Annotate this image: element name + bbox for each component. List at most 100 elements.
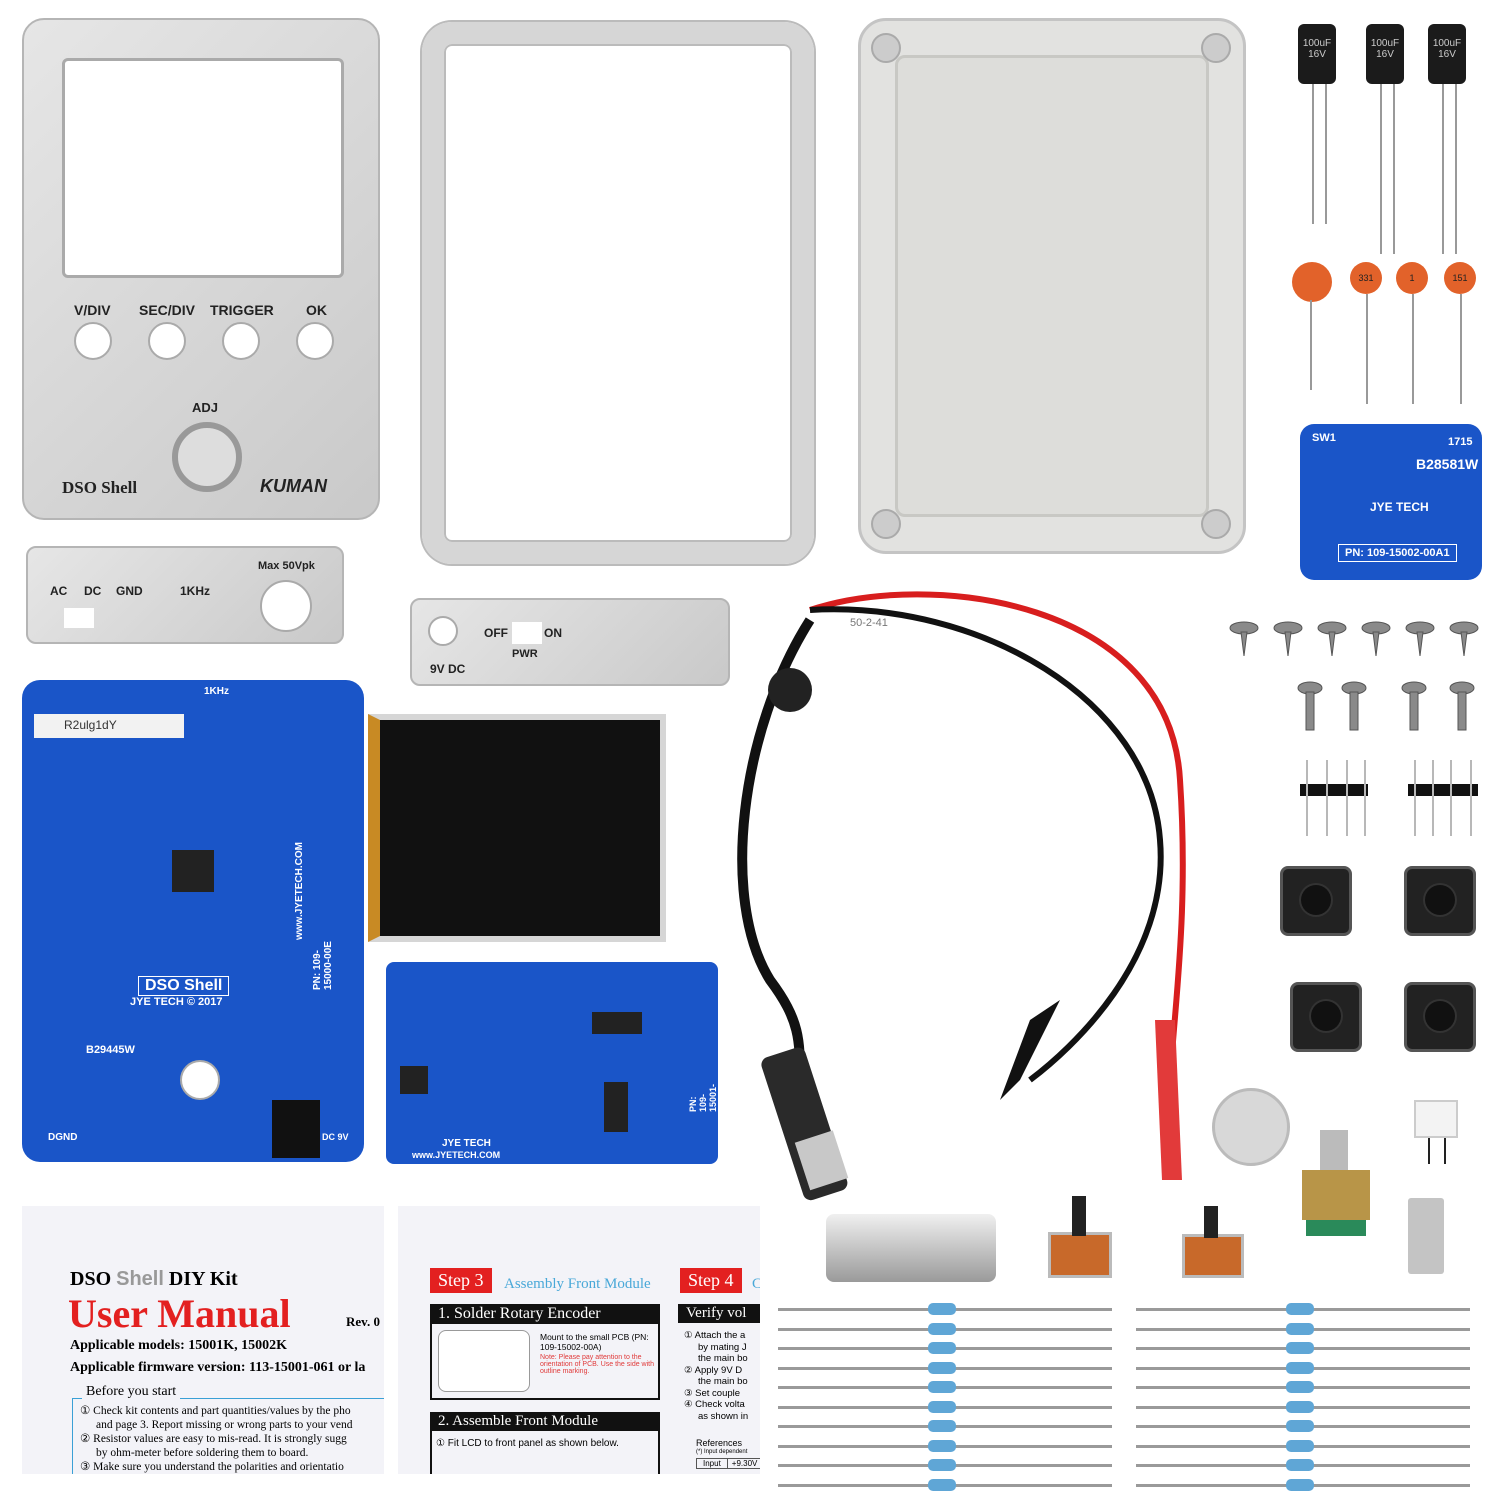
ic-chip <box>400 1066 428 1094</box>
label-on: ON <box>544 626 562 640</box>
verify-item: ④ Check volta <box>684 1399 745 1410</box>
front-panel: V/DIV SEC/DIV TRIGGER OK ADJ DSO Shell K… <box>22 18 380 520</box>
pcb-part-number: PN: 109-15000-00E <box>312 941 334 990</box>
encoder-pcb: SW1 1715 B28581W JYE TECH PN: 109-15002-… <box>1300 424 1482 580</box>
manual-item: and page 3. Report missing or wrong part… <box>96 1419 353 1431</box>
resistor <box>1136 1361 1470 1374</box>
button-hole <box>148 322 186 360</box>
microcontroller-chip <box>172 850 214 892</box>
screw-post <box>1201 33 1231 63</box>
verify-item: the main bo <box>698 1353 748 1364</box>
dc-jack <box>272 1100 320 1158</box>
label-ac: AC <box>50 584 68 598</box>
red-wire <box>809 591 1186 1101</box>
pin-header-4 <box>1408 784 1478 796</box>
probe-cable: 50-2-41 <box>737 591 1186 1201</box>
verify-item: by mating J <box>698 1341 747 1353</box>
flat-head-screw <box>1361 621 1391 657</box>
references-title: References <box>696 1438 743 1448</box>
references-note: (*) Input dependent <box>696 1449 748 1455</box>
solder-lug <box>1408 1198 1444 1274</box>
verify-item: ② Apply 9V D <box>684 1364 743 1376</box>
step4-title: C <box>752 1276 760 1292</box>
resistor <box>1136 1420 1470 1432</box>
pcb-part-number: PN: 109-15001-00E <box>688 1083 728 1112</box>
screen-window <box>62 58 344 278</box>
main-pcb: R2ulg1dY 1KHz DSO Shell JYE TECH © 2017 … <box>22 680 364 1162</box>
tactile-button <box>1404 866 1476 936</box>
button-hole <box>222 322 260 360</box>
step3-title: Assembly Front Module <box>504 1276 651 1292</box>
label-1khz: 1KHz <box>180 584 211 598</box>
resistor <box>778 1303 1112 1315</box>
resistor <box>1136 1400 1470 1413</box>
manual-heading: User Manual <box>68 1291 291 1336</box>
pcb-code: B28581W <box>1416 456 1479 472</box>
pcb-date: 1715 <box>1448 436 1473 448</box>
pcb-brand: JYE TECH © 2017 <box>130 996 223 1008</box>
label-trigger: TRIGGER <box>210 302 274 318</box>
resistor <box>1136 1459 1470 1471</box>
jst-connector <box>1414 1100 1458 1138</box>
input-panel: AC DC GND 1KHz Max 50Vpk <box>26 546 344 644</box>
self-tapping-screw <box>1341 681 1367 731</box>
button-hole <box>296 322 334 360</box>
resistor <box>778 1459 1112 1471</box>
flat-head-screw <box>1273 621 1303 657</box>
manual-item: ③ Make sure you understand the polaritie… <box>80 1461 344 1473</box>
tactile-button <box>1404 982 1476 1052</box>
resistor <box>778 1400 1112 1413</box>
label-max-voltage: Max 50Vpk <box>258 560 315 572</box>
pcb-url: www.JYETECH.COM <box>412 1150 501 1160</box>
verify-item: ③ Set couple <box>684 1387 741 1399</box>
resistor <box>778 1420 1112 1432</box>
manual-item: ② Resistor values are easy to mis-read. … <box>80 1433 347 1445</box>
user-manual-cover: DSO Shell DIY Kit User Manual Rev. 0 App… <box>22 1206 384 1474</box>
mount-text: Mount to the small PCB (PN: 109-15002-00… <box>540 1332 649 1352</box>
tactile-button <box>1290 982 1362 1052</box>
manual-title-diy: DIY Kit <box>168 1268 238 1290</box>
step4-badge: Step 4 <box>680 1268 742 1293</box>
electrolytic-capacitor: 100uF 16V <box>1428 24 1466 84</box>
fit-text: ① Fit LCD to front panel as shown below. <box>436 1438 619 1449</box>
resistor <box>778 1322 1112 1335</box>
input-label: Input <box>697 1459 728 1468</box>
resistor <box>1136 1342 1470 1354</box>
manual-item: ① Check kit contents and part quantities… <box>80 1405 351 1417</box>
ceramic-capacitor: 331 <box>1350 262 1382 294</box>
pcb-label-sw1: SW1 <box>1312 432 1336 444</box>
pcb-part-number: PN: 109-15002-00A1 <box>1338 544 1457 562</box>
serial-sticker: R2ulg1dY <box>34 714 184 738</box>
black-wire <box>809 606 1164 1083</box>
slide-switch <box>1048 1232 1112 1278</box>
pcb-url: www.JYETECH.COM <box>294 842 305 940</box>
flat-head-screw <box>1405 621 1435 657</box>
label-adj: ADJ <box>192 400 219 415</box>
assembly-manual-page: Step 3 Assembly Front Module Step 4 C 1.… <box>398 1206 760 1474</box>
power-panel: OFF ON PWR 9V DC <box>410 598 730 686</box>
bnc-socket <box>826 1214 996 1282</box>
box1-title: 1. Solder Rotary Encoder <box>430 1304 660 1324</box>
brand-dso-shell: DSO Shell <box>62 478 138 497</box>
ceramic-capacitor <box>1292 262 1332 302</box>
cable-marking: 50-2-41 <box>850 617 888 629</box>
self-tapping-screw <box>1401 681 1427 731</box>
pcb-brand: JYE TECH <box>1370 500 1429 514</box>
note-text: Note: Please pay attention to the orient… <box>540 1354 655 1375</box>
brand-kuman: KUMAN <box>260 476 327 496</box>
flat-head-screw <box>1317 621 1347 657</box>
pcb-label-1khz: 1KHz <box>204 686 230 697</box>
manual-models: Applicable models: 15001K, 15002K <box>70 1338 288 1353</box>
label-ok: OK <box>306 302 327 318</box>
pcb-label-dc9v: DC 9V <box>322 1132 349 1142</box>
encoder-hole <box>172 422 242 492</box>
self-tapping-screw <box>1297 681 1323 731</box>
ic-chip <box>592 1012 642 1034</box>
resistor <box>1136 1381 1470 1393</box>
manual-firmware: Applicable firmware version: 113-15001-0… <box>70 1360 366 1375</box>
manual-item: by ohm-meter before soldering them to bo… <box>96 1447 309 1459</box>
lcd-bezel <box>422 22 814 564</box>
manual-title-shell: Shell <box>116 1268 164 1290</box>
ceramic-capacitor: 1 <box>1396 262 1428 294</box>
resistor <box>778 1439 1112 1452</box>
